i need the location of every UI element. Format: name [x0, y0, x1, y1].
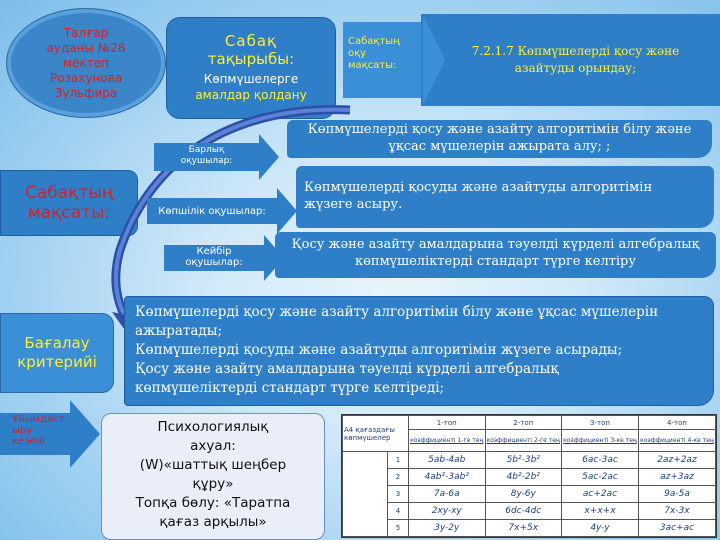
row-number: 2 [387, 468, 409, 486]
table-cell: 7a-6a [408, 485, 486, 503]
table-cell: 5b²-3b² [484, 451, 562, 469]
group-some-arrow: Кейбір оқушылар: [164, 245, 264, 271]
table-cell: 4y-y [561, 519, 639, 537]
goal-all-text: Көпмүшелерді қосу және азайту алгоритімі… [307, 122, 692, 154]
polynomial-table: А4 қағаздағы көпмүшелер 1-топ 2-топ 3-то… [341, 414, 717, 538]
table-cell: 4b²-2b² [484, 468, 562, 486]
learning-goal-label: Сабақтың оқу мақсаты: [343, 22, 423, 98]
school-line: Талғар [63, 25, 109, 40]
goal-most-text: Көпмүшелерді қосуды және азайтуды алгори… [304, 180, 653, 212]
criteria-item: Көпмүшелерді қосуды және азайтуды алгори… [135, 342, 623, 358]
topic-label-2: тақырыбы: [207, 50, 295, 68]
table-corner-1: А4 қағаздағы [344, 425, 395, 434]
stage-label-2: ыру [12, 425, 33, 436]
learning-goal-arrow-icon [423, 16, 445, 104]
school-line: Зульфира [54, 85, 118, 100]
table-cell: 3y-2y [408, 519, 486, 537]
learning-goal-label-2: оқу [348, 48, 367, 59]
row-number: 5 [387, 519, 409, 537]
row-number: 4 [387, 502, 409, 520]
psych-line: Психологиялық [157, 419, 269, 435]
goal-some-box: Қосу және азайту амалдарына тәуелді күрд… [275, 232, 716, 278]
lesson-goal-label-1: Сабақтың [24, 183, 113, 203]
goal-most-box: Көпмүшелерді қосуды және азайтуды алгори… [296, 166, 714, 228]
criteria-item: Қосу және азайту амалдарына тәуелді күрд… [135, 361, 559, 377]
learning-goal-label-1: Сабақтың [348, 36, 400, 47]
group-all-label-2: оқушылар: [180, 156, 233, 166]
table-coef: коэффициенті 2-ге тең [484, 429, 562, 452]
psych-line: құру» [192, 476, 234, 492]
table-cell: 4ab²-3ab² [408, 468, 486, 486]
table-row: 1 5ab-4ab 5b²-3b² 6ac-3ac 2az+2az [342, 451, 717, 469]
learning-goal-label-3: мақсаты: [348, 60, 397, 71]
stage-arrowhead-icon [70, 400, 100, 468]
criteria-label: Бағалау критерийі [0, 313, 114, 393]
table-header: 1-топ [408, 415, 486, 430]
table-corner-2: көпмүшелер [344, 433, 391, 442]
row-number: 1 [387, 451, 409, 469]
table-cell: ac+2ac [561, 485, 639, 503]
criteria-box: Көпмүшелерді қосу және азайту алгоритімі… [124, 296, 714, 406]
topic-title-2: амалдар қолдану [195, 88, 307, 102]
topic-title: Көпмүшелерге [203, 72, 299, 86]
learning-goal-text: 7.2.1.7 Көпмүшелерді қосу және азайтуды … [421, 14, 720, 106]
school-line: мектеп [63, 55, 109, 70]
group-all-arrowhead-icon [259, 134, 279, 180]
table-cell: 9a-5a [637, 485, 717, 503]
table-row: 3 7a-6a 8y-6y ac+2ac 9a-5a [342, 485, 717, 503]
goal-all-box: Көпмүшелерді қосу және азайту алгоритімі… [287, 120, 712, 158]
table-cell: 6ac-3ac [561, 451, 639, 469]
table-cell: 2az+2az [637, 451, 717, 469]
group-some-label-2: оқушылар: [185, 257, 243, 268]
table-coef: коэффициенті 3-ке тең [561, 429, 639, 452]
group-all-label-1: Барлық [188, 145, 225, 155]
psych-line: ахуал: [190, 438, 236, 454]
table-cell: 5ac-2ac [561, 468, 639, 486]
table-cell: 2xy-xy [408, 502, 486, 520]
table-cell: 7x-3x [637, 502, 717, 520]
school-line: Розахунова [49, 70, 123, 85]
table-cell: 8y-6y [484, 485, 562, 503]
table-row: 4 2xy-xy 6dc-4dc x+x+x 7x-3x [342, 502, 717, 520]
psych-line: Топқа бөлу: «Таратпа [135, 495, 291, 511]
table-header: 4-топ [637, 415, 717, 430]
table-row: 5 3y-2y 7x+5x 4y-y 3ac+ac [342, 519, 717, 537]
table-cell: 6dc-4dc [484, 502, 562, 520]
group-some-label-1: Кейбір [196, 246, 232, 257]
stage-label-1: Ұйымдаст [12, 414, 65, 425]
topic-box: Сабақ тақырыбы: Көпмүшелерге амалдар қол… [166, 17, 336, 119]
stage-label: Ұйымдаст ыру кезеңі [0, 413, 70, 455]
table-cell: 5ab-4ab [408, 451, 486, 469]
group-most-label: Көпшілік оқушылар: [158, 205, 266, 217]
criteria-label-2: критерийі [17, 353, 97, 371]
criteria-label-1: Бағалау [24, 334, 90, 352]
table-cell: 7x+5x [484, 519, 562, 537]
table-cell: 3ac+ac [637, 519, 717, 537]
table-coef: коэффициенті 4-ке тең [637, 429, 717, 452]
psych-line: қағаз арқылы» [159, 514, 267, 530]
table-cell: az+3az [637, 468, 717, 486]
psych-line: (W)«шаттық шеңбер [139, 457, 287, 473]
row-number: 3 [387, 485, 409, 503]
learning-goal-text-content: 7.2.1.7 Көпмүшелерді қосу және азайтуды … [471, 44, 680, 75]
criteria-item: Көпмүшелерді қосу және азайту алгоритімі… [135, 304, 659, 339]
psychology-box: Психологиялық ахуал: (W)«шаттық шеңбер қ… [101, 413, 325, 540]
criteria-item: көпмүшеліктерді стандарт түрге келтіреді… [135, 380, 445, 396]
table-coef: коэффициенті 1-ге тең [408, 429, 486, 452]
table-corner: А4 қағаздағы көпмүшелер [342, 415, 409, 452]
school-info-ellipse: Талғар ауданы №28 мектеп Розахунова Зуль… [6, 8, 166, 118]
goal-some-text: Қосу және азайту амалдарына тәуелді күрд… [291, 237, 700, 269]
group-most-arrowhead-icon [277, 188, 297, 234]
table-header: 2-топ [484, 415, 562, 430]
school-line: ауданы №28 [46, 40, 126, 55]
lesson-goal-label: Сабақтың мақсаты: [0, 170, 138, 236]
group-all-arrow: Барлық оқушылар: [154, 143, 259, 171]
lesson-goal-label-2: мақсаты: [27, 203, 111, 223]
topic-label: Сабақ [224, 32, 278, 50]
group-most-arrow: Көпшілік оқушылар: [147, 198, 277, 224]
stage-label-3: кезеңі [12, 436, 46, 447]
table-header: 3-топ [561, 415, 639, 430]
table-cell: x+x+x [561, 502, 639, 520]
table-row: 2 4ab²-3ab² 4b²-2b² 5ac-2ac az+3az [342, 468, 717, 486]
